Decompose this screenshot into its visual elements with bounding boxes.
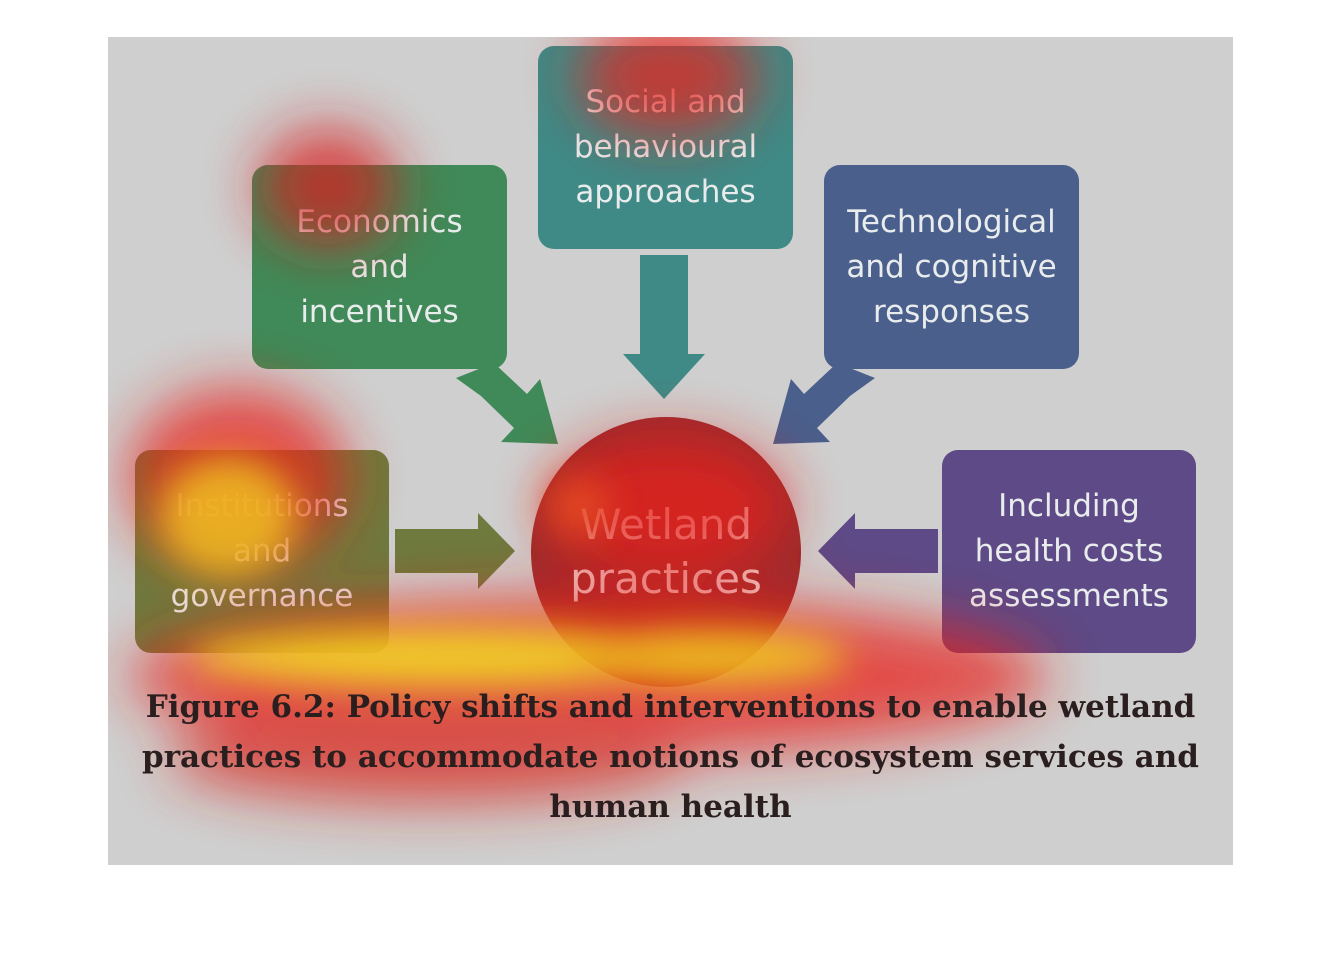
node-institutions-line3: governance [170, 578, 354, 614]
node-institutions-governance: Institutions and governance [135, 450, 389, 653]
caption-line1: Figure 6.2: Policy shifts and interventi… [145, 689, 1196, 725]
node-health-line2: health costs [974, 533, 1164, 569]
center-line1: Wetland [579, 500, 753, 549]
center-node-wetland-practices: Wetland practices [531, 417, 801, 687]
arrow-economics-to-center [456, 363, 558, 444]
node-health-costs: Including health costs assessments [942, 450, 1196, 653]
node-technological-line3: responses [873, 293, 1030, 330]
node-institutions-line1: Institutions [175, 488, 349, 524]
arrow-health-to-center [818, 513, 938, 589]
node-technological-cognitive: Technological and cognitive responses [824, 165, 1079, 369]
node-economics-line2: and [350, 248, 409, 285]
node-social-behavioural: Social and behavioural approaches [538, 46, 793, 249]
figure-caption: Figure 6.2: Policy shifts and interventi… [138, 682, 1203, 832]
node-social-line2: behavioural [573, 129, 758, 165]
node-economics-incentives: Economics and incentives [252, 165, 507, 369]
arrow-technological-to-center [773, 363, 875, 444]
node-economics-line3: incentives [300, 293, 459, 330]
arrows-layer [395, 255, 938, 589]
node-technological-line1: Technological [847, 203, 1056, 240]
node-technological-line2: and cognitive [846, 248, 1057, 285]
figure-panel: Social and behavioural approaches Econom… [108, 37, 1233, 865]
caption-line3: human health [549, 789, 792, 825]
node-health-line1: Including [998, 488, 1140, 524]
node-health-line3: assessments [969, 578, 1169, 614]
node-social-line3: approaches [575, 174, 756, 210]
caption-line2: practices to accommodate notions of ecos… [142, 739, 1199, 775]
center-line2: practices [570, 554, 762, 603]
arrow-institutions-to-center [395, 513, 515, 589]
arrow-social-to-center [623, 255, 705, 399]
node-economics-line1: Economics [296, 203, 463, 240]
node-social-line1: Social and [585, 84, 746, 120]
node-institutions-line2: and [232, 533, 292, 569]
